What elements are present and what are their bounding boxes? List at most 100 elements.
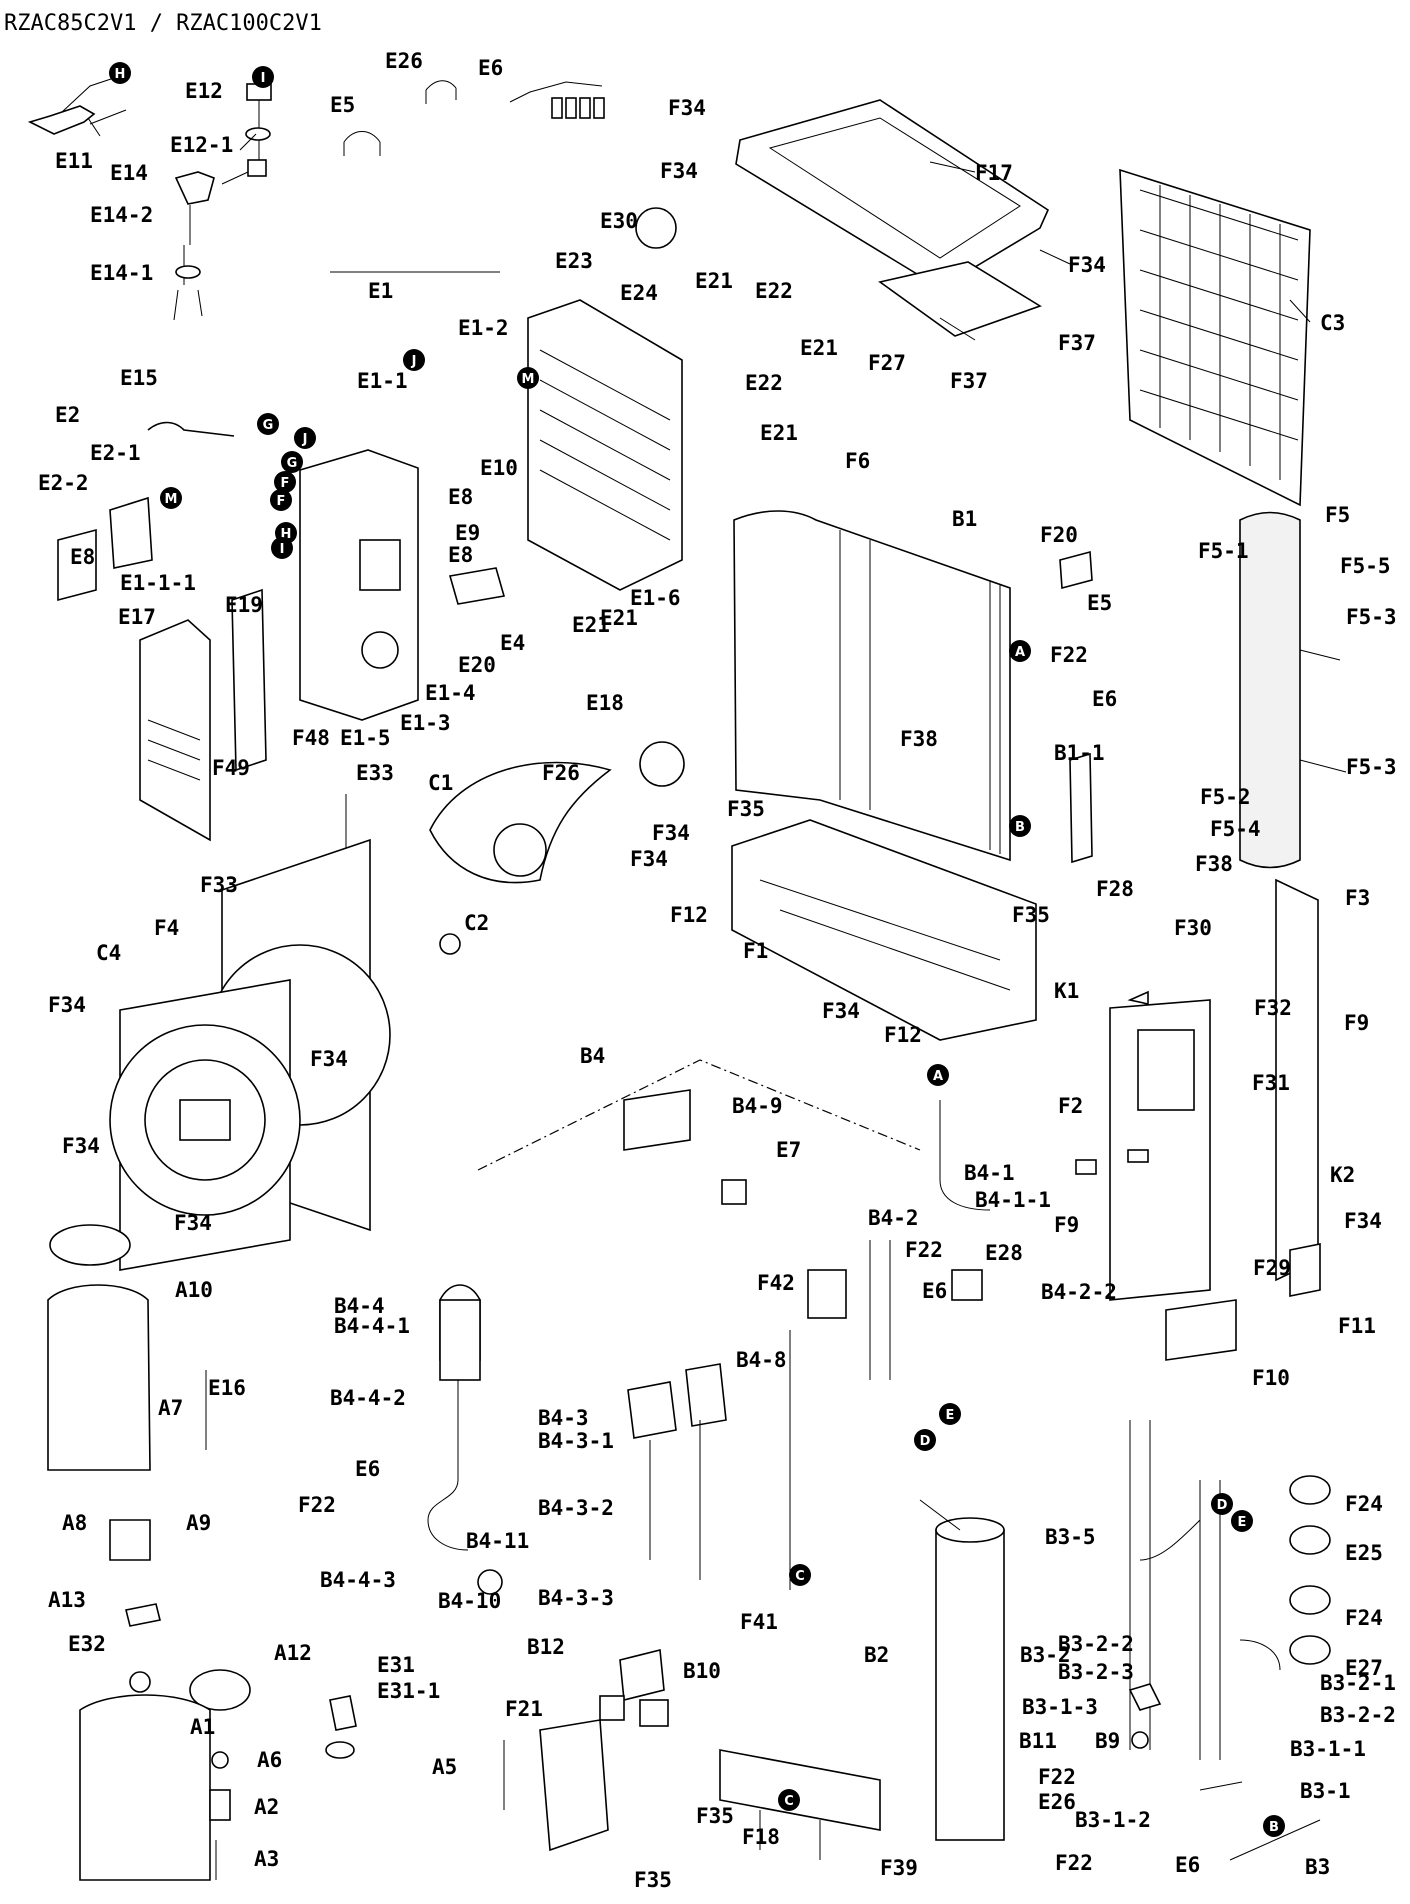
part-label: F22 xyxy=(905,1238,943,1262)
part-label: C1 xyxy=(428,771,453,795)
part-label: F5-5 xyxy=(1340,554,1391,578)
marker-circle xyxy=(1263,1815,1285,1837)
marker-letter: H xyxy=(115,67,126,82)
part-label: A2 xyxy=(254,1795,279,1819)
part-label: F10 xyxy=(1252,1366,1290,1390)
part-label: E1-6 xyxy=(630,586,681,610)
reference-marker: G xyxy=(257,413,279,435)
part-label: F49 xyxy=(212,756,250,780)
part-label: E11 xyxy=(55,149,93,173)
part-label: E6 xyxy=(355,1457,380,1481)
part-label: E8 xyxy=(448,543,473,567)
part-label: E24 xyxy=(620,281,658,305)
control-box-e1 xyxy=(57,271,683,842)
part-label: E1-3 xyxy=(400,711,451,735)
part-label: E8 xyxy=(70,545,95,569)
part-label: E20 xyxy=(458,653,496,677)
part-label: B4-1 xyxy=(964,1161,1015,1185)
part-label: A8 xyxy=(62,1511,87,1535)
part-label: F38 xyxy=(900,727,938,751)
part-label: F41 xyxy=(740,1610,778,1634)
part-label: F35 xyxy=(634,1868,672,1892)
part-label: F34 xyxy=(310,1047,348,1071)
part-label: B3-1-3 xyxy=(1022,1695,1098,1719)
part-label: E23 xyxy=(555,249,593,273)
part-label: B4-4-1 xyxy=(334,1314,410,1338)
part-label: E17 xyxy=(118,605,156,629)
marker-letter: G xyxy=(263,418,274,433)
part-label: B4-9 xyxy=(732,1094,783,1118)
marker-letter: B xyxy=(1015,820,1025,835)
part-label: F22 xyxy=(1055,1851,1093,1875)
part-label: F11 xyxy=(1338,1314,1376,1338)
part-label: E7 xyxy=(776,1138,801,1162)
marker-letter: M xyxy=(165,492,178,507)
part-label: B4 xyxy=(580,1044,605,1068)
part-label: B3-1-1 xyxy=(1290,1737,1366,1761)
part-label: B4-11 xyxy=(466,1529,529,1553)
reference-marker: I xyxy=(271,537,293,559)
marker-circle xyxy=(294,427,316,449)
part-label: A10 xyxy=(175,1278,213,1302)
part-label: F5-3 xyxy=(1346,605,1397,629)
marker-letter: J xyxy=(302,432,308,447)
marker-letter: M xyxy=(522,372,535,387)
part-label: B9 xyxy=(1095,1729,1120,1753)
marker-letter: B xyxy=(1269,1820,1279,1835)
reference-marker: M xyxy=(160,487,182,509)
part-label: E9 xyxy=(455,521,480,545)
part-label: B3-2-3 xyxy=(1058,1660,1134,1684)
part-label: E6 xyxy=(922,1279,947,1303)
part-label: F34 xyxy=(174,1211,212,1235)
reference-marker: G xyxy=(281,451,303,473)
part-label: K1 xyxy=(1054,979,1079,1003)
part-label: E21 xyxy=(800,336,838,360)
part-label: F35 xyxy=(727,797,765,821)
part-label: E2 xyxy=(55,403,80,427)
part-label: F4 xyxy=(154,916,179,940)
part-label: A3 xyxy=(254,1847,279,1871)
reference-marker: F xyxy=(270,489,292,511)
part-label: K2 xyxy=(1330,1163,1355,1187)
marker-circle xyxy=(109,62,131,84)
marker-circle xyxy=(271,537,293,559)
part-label: F17 xyxy=(975,161,1013,185)
reference-marker: E xyxy=(939,1403,961,1425)
part-label: F9 xyxy=(1054,1213,1079,1237)
marker-circle xyxy=(914,1429,936,1451)
part-label: F5-2 xyxy=(1200,785,1251,809)
part-label: C4 xyxy=(96,941,121,965)
reference-marker: D xyxy=(1211,1493,1233,1515)
reference-marker: B xyxy=(1009,815,1031,837)
part-label: F1 xyxy=(743,939,768,963)
part-label: F33 xyxy=(200,873,238,897)
part-label: F32 xyxy=(1254,996,1292,1020)
part-label: E10 xyxy=(480,456,518,480)
part-label: E2-2 xyxy=(38,471,89,495)
marker-circle xyxy=(789,1564,811,1586)
part-label: A12 xyxy=(274,1641,312,1665)
part-label: F31 xyxy=(1252,1071,1290,1095)
part-label: B4-3-1 xyxy=(538,1429,614,1453)
part-label: B4-10 xyxy=(438,1589,501,1613)
part-label: E28 xyxy=(985,1241,1023,1265)
part-label: E6 xyxy=(1175,1853,1200,1877)
rear-grille-c3 xyxy=(1119,168,1311,507)
part-label: B4-2-2 xyxy=(1041,1280,1117,1304)
part-label: F34 xyxy=(652,821,690,845)
part-label: F34 xyxy=(822,999,860,1023)
marker-circle xyxy=(1009,640,1031,662)
marker-circle xyxy=(1211,1493,1233,1515)
part-label: E1 xyxy=(368,279,393,303)
marker-letter: C xyxy=(795,1569,805,1584)
part-label: B10 xyxy=(683,1659,721,1683)
part-label: B1-1 xyxy=(1054,741,1105,765)
reference-marker: D xyxy=(914,1429,936,1451)
part-label: B2 xyxy=(864,1643,889,1667)
part-label: F18 xyxy=(742,1825,780,1849)
part-label: F35 xyxy=(1012,903,1050,927)
marker-letter: I xyxy=(261,71,266,86)
part-label: B4-4-3 xyxy=(320,1568,396,1592)
part-label: F34 xyxy=(62,1134,100,1158)
diagram-title: RZAC85C2V1 / RZAC100C2V1 xyxy=(4,11,322,36)
